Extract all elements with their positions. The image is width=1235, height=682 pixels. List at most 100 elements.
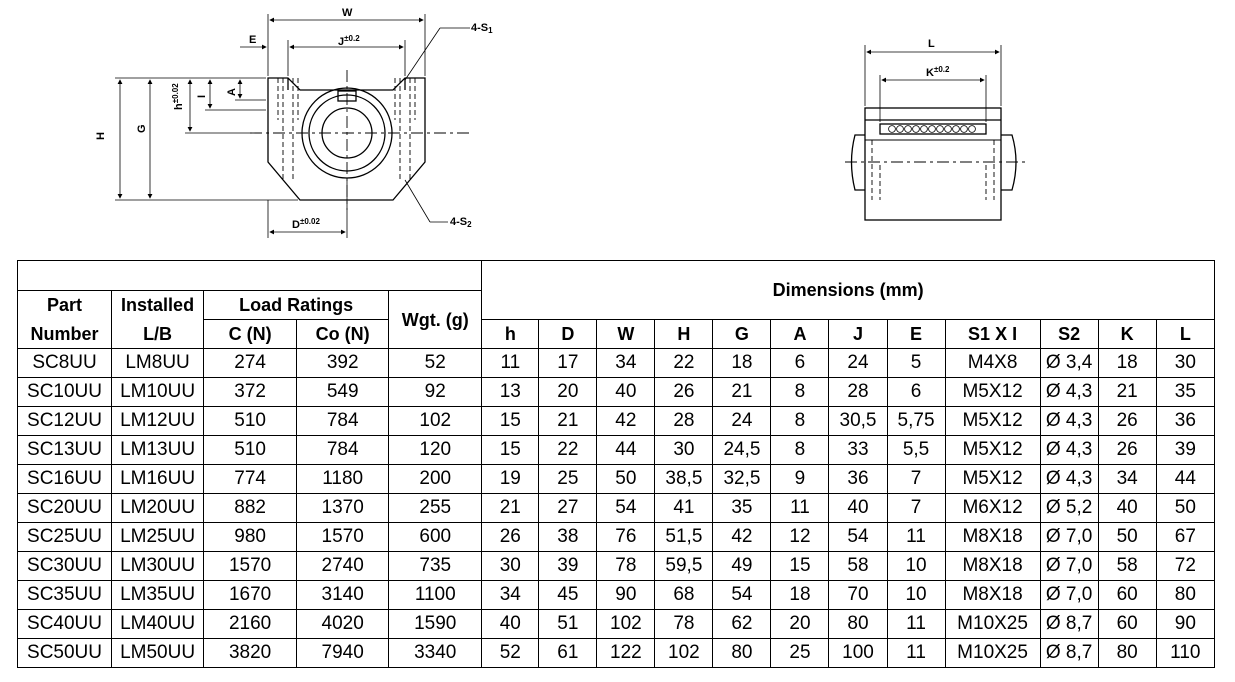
table-cell: 58	[1097, 551, 1157, 581]
table-cell: 18	[1097, 348, 1157, 378]
table-cell: 13	[481, 377, 540, 407]
table-cell: SC16UU	[16, 464, 113, 494]
table-cell: 18	[712, 348, 772, 378]
svg-text:W: W	[342, 7, 353, 19]
table-cell: 92	[388, 377, 483, 407]
side-view-drawing	[845, 45, 1025, 221]
table-cell: 51	[538, 609, 598, 639]
table-cell: 19	[481, 464, 540, 494]
table-cell: 4020	[296, 609, 390, 639]
table-cell: SC8UU	[16, 348, 113, 378]
table-cell: 110	[1155, 638, 1216, 668]
table-cell: 11	[481, 348, 540, 378]
table-cell: Ø 4,3	[1039, 435, 1099, 465]
table-cell: 600	[388, 522, 483, 552]
table-cell: 5,5	[886, 435, 946, 465]
table-cell: 122	[596, 638, 656, 668]
table-cell: 40	[828, 493, 888, 523]
svg-text:G: G	[136, 124, 148, 133]
table-cell: 1570	[296, 522, 390, 552]
table-cell: Ø 4,3	[1039, 406, 1099, 436]
table-cell: SC30UU	[16, 551, 113, 581]
table-cell: 68	[654, 580, 714, 610]
table-cell: 774	[203, 464, 298, 494]
table-cell: 36	[1155, 406, 1216, 436]
table-cell: 38,5	[654, 464, 714, 494]
table-cell: 62	[712, 609, 772, 639]
table-cell: 24	[712, 406, 772, 436]
table-cell: M5X12	[944, 406, 1041, 436]
table-cell: 44	[596, 435, 656, 465]
table-cell: 70	[828, 580, 888, 610]
table-cell: 39	[538, 551, 598, 581]
table-cell: 40	[596, 377, 656, 407]
table-cell: 90	[596, 580, 656, 610]
table-cell: 22	[654, 348, 714, 378]
table-cell: 18	[770, 580, 830, 610]
table-cell: LM50UU	[111, 638, 205, 668]
table-cell: 784	[296, 406, 390, 436]
table-cell: 2160	[203, 609, 298, 639]
header-part: Part	[16, 290, 113, 320]
header-dim-d: D	[538, 319, 598, 349]
header-dim-h: h	[481, 319, 540, 349]
table-cell: Ø 4,3	[1039, 377, 1099, 407]
table-cell: LM10UU	[111, 377, 205, 407]
svg-text:h±0.02: h±0.02	[171, 83, 185, 110]
header-dim-s1: S1 X I	[944, 319, 1041, 349]
table-cell: 102	[388, 406, 483, 436]
table-cell: 26	[1097, 406, 1157, 436]
table-cell: SC50UU	[16, 638, 113, 668]
header-dim-l: L	[1155, 319, 1216, 349]
table-cell: 1370	[296, 493, 390, 523]
table-cell: SC12UU	[16, 406, 113, 436]
table-cell: 45	[538, 580, 598, 610]
table-cell: 882	[203, 493, 298, 523]
table-cell: 1590	[388, 609, 483, 639]
table-cell: 54	[712, 580, 772, 610]
header-blank	[16, 260, 483, 291]
table-cell: 15	[770, 551, 830, 581]
table-cell: 33	[828, 435, 888, 465]
table-cell: SC10UU	[16, 377, 113, 407]
table-cell: SC40UU	[16, 609, 113, 639]
table-cell: 39	[1155, 435, 1216, 465]
table-cell: 8	[770, 435, 830, 465]
front-view-drawing	[115, 14, 470, 238]
table-cell: M5X12	[944, 464, 1041, 494]
header-dim-h-upper: H	[654, 319, 714, 349]
table-cell: 7940	[296, 638, 390, 668]
header-dim-g: G	[712, 319, 772, 349]
svg-text:I: I	[196, 95, 208, 98]
table-cell: 61	[538, 638, 598, 668]
table-cell: 34	[1097, 464, 1157, 494]
table-cell: 1180	[296, 464, 390, 494]
table-cell: 274	[203, 348, 298, 378]
svg-text:E: E	[249, 34, 256, 46]
front-view-labels: W E J±0.2 4-S1 4-S2 H G h±0.02 I A D±0.0…	[95, 7, 493, 231]
table-cell: 54	[828, 522, 888, 552]
svg-text:L: L	[928, 38, 935, 50]
table-cell: LM25UU	[111, 522, 205, 552]
table-cell: LM35UU	[111, 580, 205, 610]
table-cell: 3340	[388, 638, 483, 668]
table-cell: 38	[538, 522, 598, 552]
table-cell: 20	[770, 609, 830, 639]
table-cell: 49	[712, 551, 772, 581]
table-cell: 102	[654, 638, 714, 668]
table-cell: LM8UU	[111, 348, 205, 378]
table-cell: M6X12	[944, 493, 1041, 523]
table-cell: 8	[770, 406, 830, 436]
table-cell: 735	[388, 551, 483, 581]
table-cell: 100	[828, 638, 888, 668]
table-cell: 21	[481, 493, 540, 523]
table-cell: 28	[828, 377, 888, 407]
table-cell: 36	[828, 464, 888, 494]
table-cell: 372	[203, 377, 298, 407]
table-cell: Ø 4,3	[1039, 464, 1099, 494]
